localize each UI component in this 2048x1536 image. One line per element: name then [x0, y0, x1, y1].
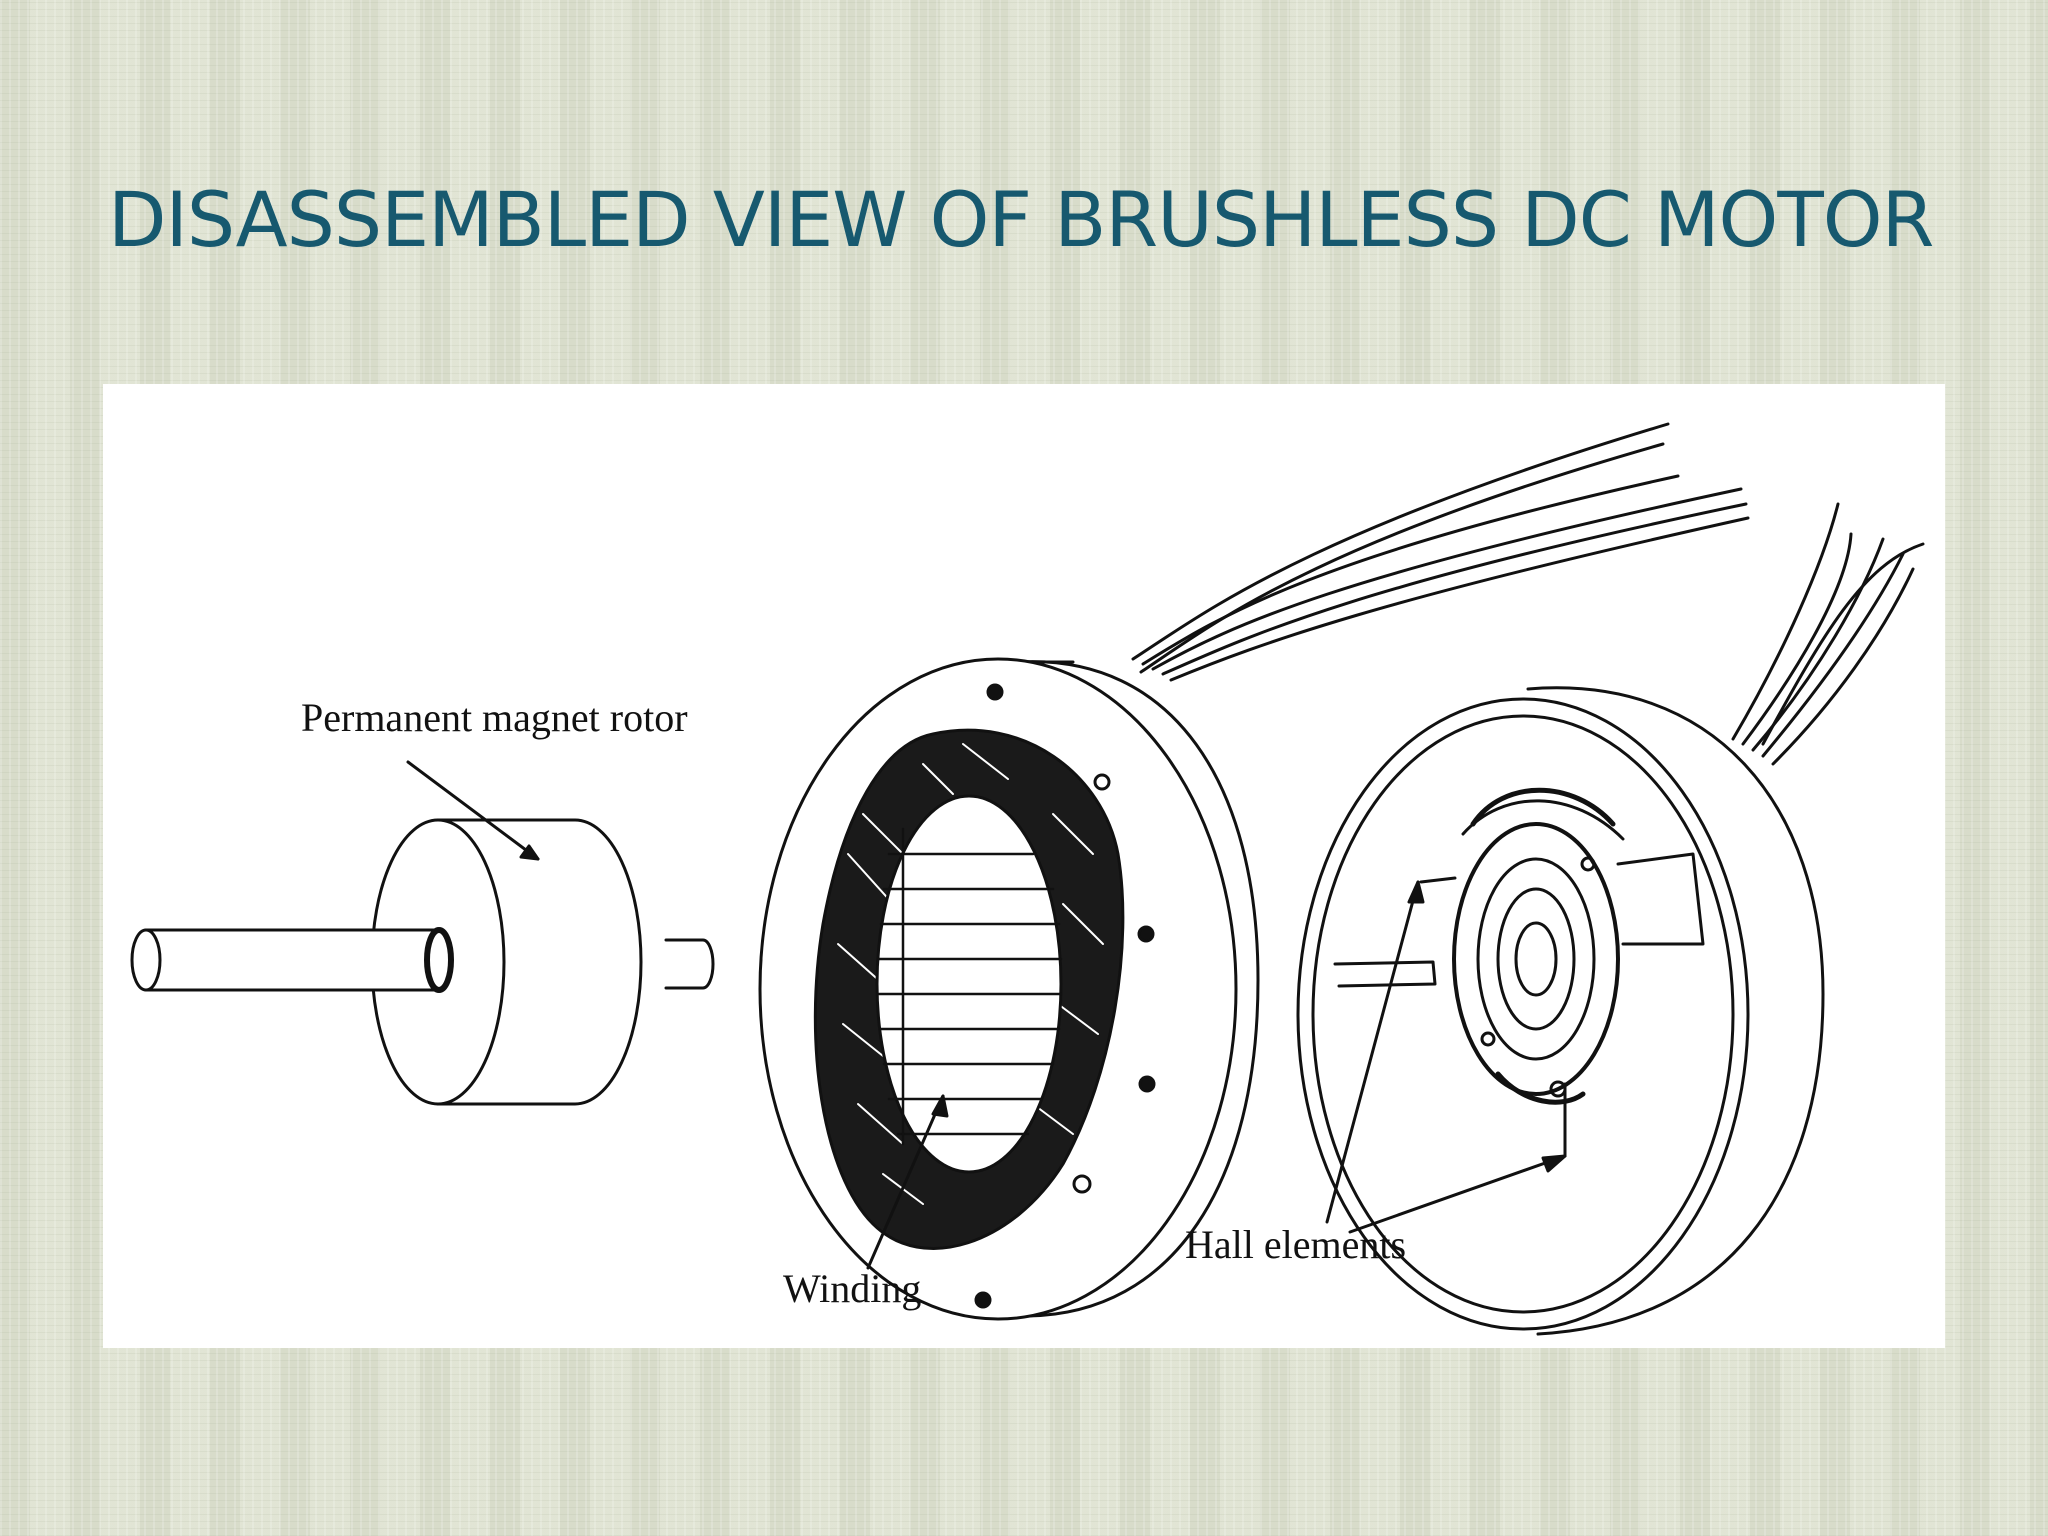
- rotor-label: Permanent magnet rotor: [301, 695, 688, 740]
- motor-diagram: Permanent magnet rotor Winding Hall elem…: [103, 384, 1945, 1348]
- stator-drawing: [758, 422, 1750, 1321]
- rotor-drawing: [130, 760, 715, 1106]
- winding-label: Winding: [783, 1266, 921, 1311]
- motor-drawing: Permanent magnet rotor Winding Hall elem…: [130, 422, 1925, 1336]
- slide-title: DISASSEMBLED VIEW OF BRUSHLESS DC MOTOR: [108, 175, 1934, 264]
- end-cap-drawing: [1296, 502, 1925, 1336]
- hall-elements-label: Hall elements: [1185, 1222, 1406, 1267]
